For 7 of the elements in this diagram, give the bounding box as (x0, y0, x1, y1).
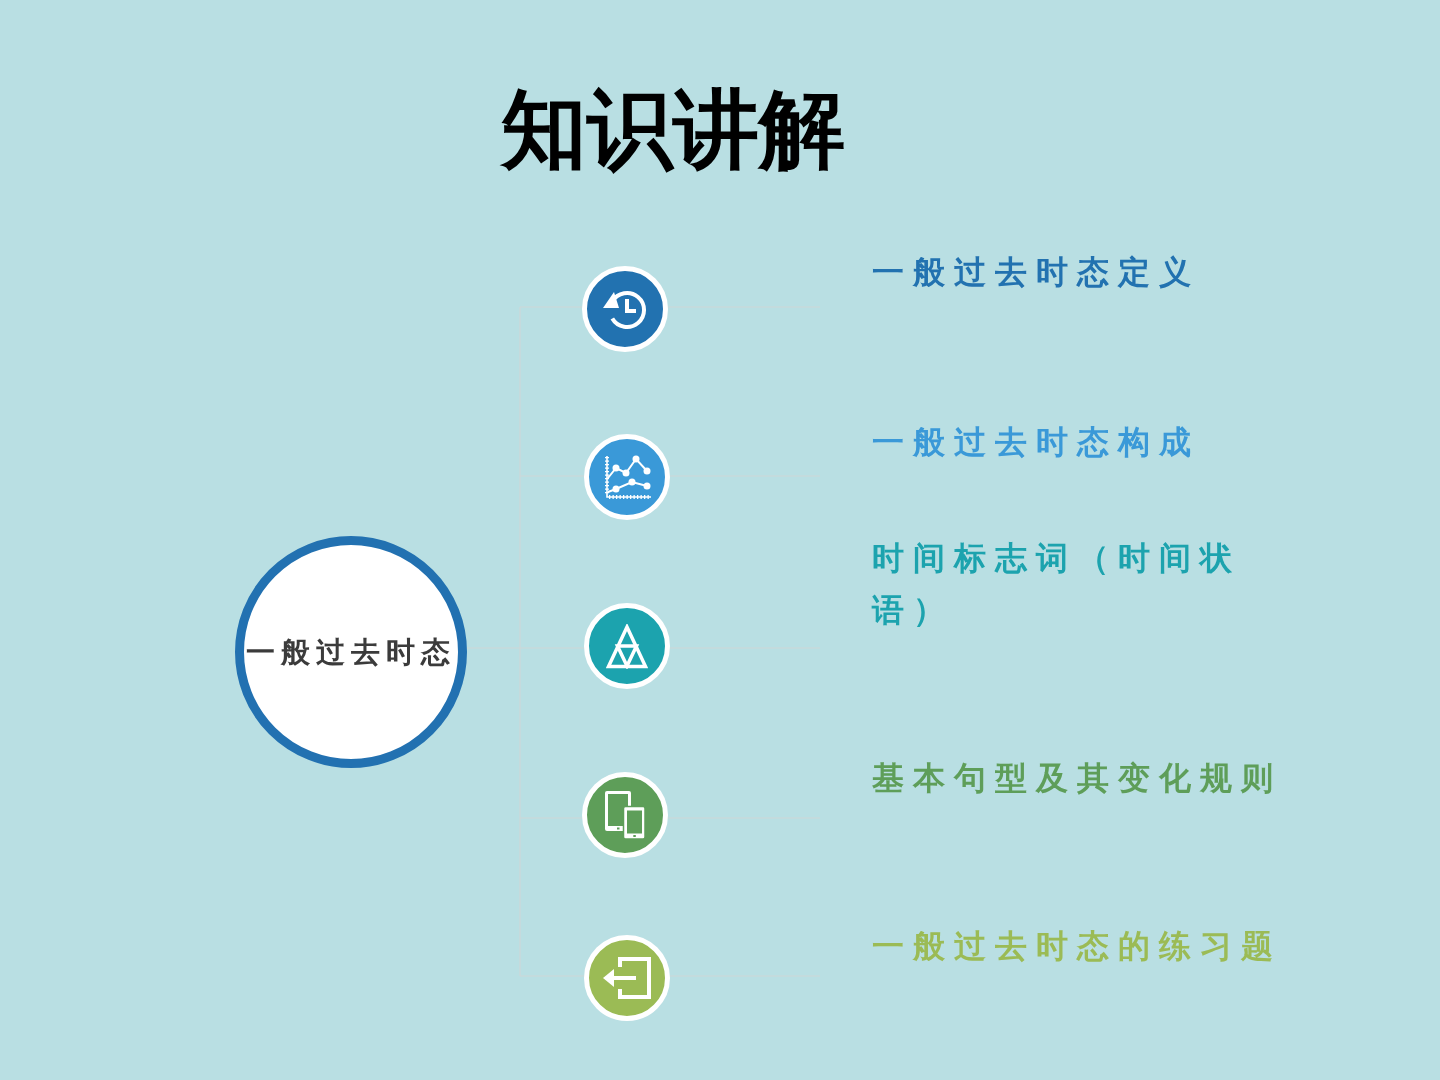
heading-text: 基本句型及其变化规则 (872, 758, 1282, 799)
heading-text: 一般过去时态的练习题 (872, 926, 1282, 967)
title: 知识讲解 (501, 81, 845, 180)
heading-text: 时间标志词（时间状语） (872, 538, 1242, 631)
heading-text: 一般过去时态定义 (872, 252, 1200, 293)
heading-text: 一般过去时态构成 (872, 422, 1200, 463)
topic-label: 一般过去时态 (246, 634, 456, 671)
